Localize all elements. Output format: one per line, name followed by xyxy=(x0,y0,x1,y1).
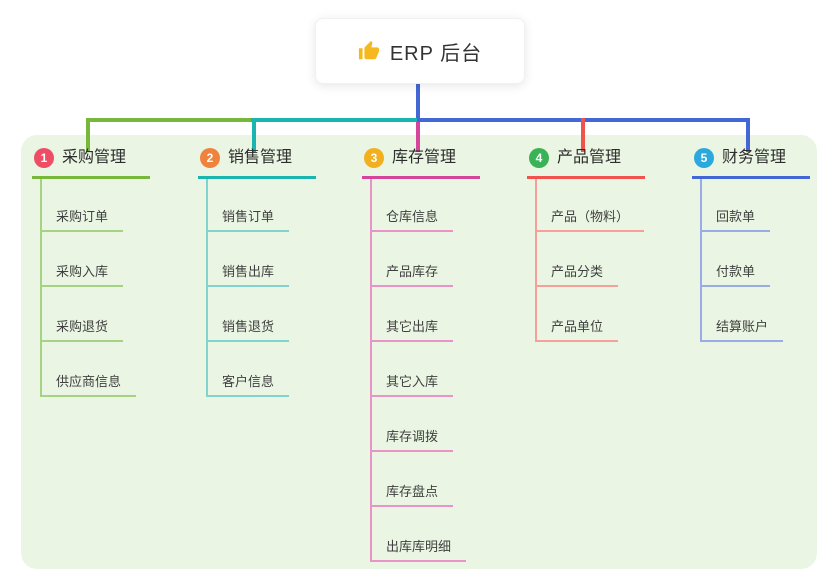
connector-bus-middle xyxy=(251,118,419,122)
child-node[interactable]: 供应商信息 xyxy=(42,342,137,397)
child-node[interactable]: 销售退货 xyxy=(208,287,290,342)
root-title: ERP 后台 xyxy=(389,42,483,65)
branch-title: 库存管理 xyxy=(392,149,457,166)
branch-children-sales: 销售订单销售出库销售退货客户信息 xyxy=(206,179,316,397)
connector-bus-left xyxy=(86,118,253,122)
root-node[interactable]: ERP 后台 xyxy=(315,18,525,84)
child-node[interactable]: 其它入库 xyxy=(372,342,454,397)
branches-panel xyxy=(21,135,817,569)
branch-header-product[interactable]: 4 产品管理 xyxy=(527,147,646,179)
connector-drop-product xyxy=(581,118,585,152)
child-node[interactable]: 库存调拨 xyxy=(372,397,454,452)
child-node[interactable]: 其它出库 xyxy=(372,287,454,342)
connector-drop-inventory xyxy=(416,122,420,152)
branch-title: 销售管理 xyxy=(228,149,293,166)
child-node[interactable]: 出库库明细 xyxy=(372,507,467,562)
branch-product: 4 产品管理产品（物料）产品分类产品单位 xyxy=(527,147,646,342)
child-node[interactable]: 结算账户 xyxy=(702,287,784,342)
child-node[interactable]: 仓库信息 xyxy=(372,179,454,232)
child-node[interactable]: 采购入库 xyxy=(42,232,124,287)
branch-title: 产品管理 xyxy=(557,149,622,166)
connector-drop-sales xyxy=(252,118,256,152)
branch-header-sales[interactable]: 2 销售管理 xyxy=(198,147,317,179)
branch-title: 财务管理 xyxy=(722,149,787,166)
branch-sales: 2 销售管理销售订单销售出库销售退货客户信息 xyxy=(198,147,317,397)
branch-children-purchase: 采购订单采购入库采购退货供应商信息 xyxy=(40,179,150,397)
branch-purchase: 1 采购管理采购订单采购入库采购退货供应商信息 xyxy=(32,147,151,397)
child-node[interactable]: 库存盘点 xyxy=(372,452,454,507)
child-node[interactable]: 付款单 xyxy=(702,232,771,287)
child-node[interactable]: 销售订单 xyxy=(208,179,290,232)
branch-title: 采购管理 xyxy=(62,149,127,166)
child-node[interactable]: 销售出库 xyxy=(208,232,290,287)
branch-header-purchase[interactable]: 1 采购管理 xyxy=(32,147,151,179)
child-node[interactable]: 产品库存 xyxy=(372,232,454,287)
branch-number-badge: 1 xyxy=(34,148,54,168)
child-node[interactable]: 采购退货 xyxy=(42,287,124,342)
branch-number-badge: 4 xyxy=(529,148,549,168)
branch-children-finance: 回款单付款单结算账户 xyxy=(700,179,810,342)
branch-header-finance[interactable]: 5 财务管理 xyxy=(692,147,811,179)
child-node[interactable]: 回款单 xyxy=(702,179,771,232)
branch-number-badge: 3 xyxy=(364,148,384,168)
connector-drop-finance xyxy=(746,118,750,152)
child-node[interactable]: 客户信息 xyxy=(208,342,290,397)
branch-header-inventory[interactable]: 3 库存管理 xyxy=(362,147,481,179)
branch-finance: 5 财务管理回款单付款单结算账户 xyxy=(692,147,811,342)
child-node[interactable]: 产品单位 xyxy=(537,287,619,342)
child-node[interactable]: 产品（物料） xyxy=(537,179,645,232)
branch-number-badge: 2 xyxy=(200,148,220,168)
child-node[interactable]: 采购订单 xyxy=(42,179,124,232)
branch-inventory: 3 库存管理仓库信息产品库存其它出库其它入库库存调拨库存盘点出库库明细 xyxy=(362,147,481,562)
branch-children-inventory: 仓库信息产品库存其它出库其它入库库存调拨库存盘点出库库明细 xyxy=(370,179,480,562)
branch-children-product: 产品（物料）产品分类产品单位 xyxy=(535,179,645,342)
connector-drop-purchase xyxy=(86,118,90,152)
branch-number-badge: 5 xyxy=(694,148,714,168)
connector-root-drop xyxy=(416,82,420,118)
child-node[interactable]: 产品分类 xyxy=(537,232,619,287)
thumbs-up-icon xyxy=(358,40,380,62)
